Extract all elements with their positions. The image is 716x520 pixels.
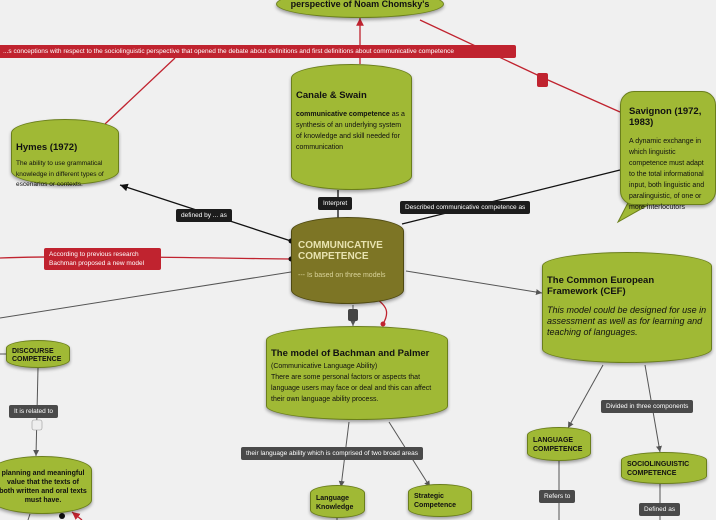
label-defined-as[interactable]: Defined as — [639, 503, 681, 516]
node-savignon[interactable]: Savignon (1972, 1983) A dynamic exchange… — [620, 91, 716, 211]
node-socio-title: SOCIOLINGUISTIC COMPETENCE — [627, 461, 690, 477]
connector-planning-red — [71, 511, 83, 520]
connector-central-savignon — [401, 169, 621, 225]
node-cef-title: The Common European Framework (CEF) — [547, 275, 655, 297]
node-planning-text: planning and meaningful value that the t… — [0, 470, 87, 504]
node-language-competence[interactable]: LANGUAGE COMPETENCE — [527, 427, 591, 461]
label-according[interactable]: According to previous research Bachman p… — [44, 248, 161, 270]
collapse-handle[interactable] — [31, 419, 43, 431]
node-bachman-title: The model of Bachman and Palmer — [271, 348, 430, 359]
connector-dot — [59, 513, 65, 519]
node-chomsky-title: perspective of Noam Chomsky's — [290, 0, 430, 9]
node-planning[interactable]: planning and meaningful value that the t… — [0, 456, 92, 514]
node-central-title: COMMUNICATIVE COMPETENCE — [298, 240, 383, 262]
node-central-subtitle: --- Is based on three models — [298, 272, 386, 279]
node-discourse[interactable]: DISCOURSE COMPETENCE — [6, 340, 70, 368]
connector-hymes-banner — [104, 57, 176, 125]
node-canale-title: Canale & Swain — [296, 90, 367, 101]
label-related[interactable]: It is related to — [9, 405, 59, 418]
node-savignon-title: Savignon (1972, 1983) — [629, 106, 702, 128]
node-savignon-text: A dynamic exchange in which linguistic c… — [629, 138, 705, 211]
connector-central-bachman — [377, 299, 388, 325]
label-divided[interactable]: Divided in three components — [601, 400, 694, 413]
node-bachman-text: There are some personal factors or aspec… — [271, 374, 432, 403]
connector-planning-down — [27, 513, 31, 520]
connector-central-left — [0, 271, 292, 319]
node-language-knowledge[interactable]: Language Knowledge — [310, 485, 365, 518]
node-communicative-competence[interactable]: COMMUNICATIVE COMPETENCE --- Is based on… — [291, 217, 404, 304]
connector-central-cef — [405, 270, 543, 296]
label-defined-by[interactable]: defined by ... as — [176, 209, 232, 222]
node-hymes-title: Hymes (1972) — [16, 142, 78, 153]
node-canale-text: communicative competence as a synthesis … — [296, 109, 407, 153]
collapse-handle[interactable] — [348, 309, 358, 321]
connector-dot — [380, 321, 386, 327]
node-bachman-heading: The model of Bachman and Palmer (Communi… — [271, 348, 443, 372]
connector-savignon-banner — [419, 19, 621, 113]
node-language-knowledge-title: Language Knowledge — [316, 495, 354, 511]
connector-cef-language — [567, 364, 604, 429]
label-according-text: According to previous research Bachman p… — [49, 251, 145, 267]
label-two-areas[interactable]: their language ability which is comprise… — [241, 447, 423, 460]
node-strategic-competence[interactable]: Strategic Competence — [408, 484, 472, 517]
node-canale-rest: as a synthesis of an underlying system o… — [296, 111, 405, 151]
node-sociolinguistic[interactable]: SOCIOLINGUISTIC COMPETENCE — [621, 452, 707, 484]
node-cef-text: This model could be designed for use in … — [547, 305, 707, 337]
node-bachman-paren: (Communicative Language Ability) — [271, 363, 378, 370]
node-strategic-title: Strategic Competence — [414, 493, 457, 509]
label-refers[interactable]: Refers to — [539, 490, 576, 503]
node-bachman-palmer[interactable]: The model of Bachman and Palmer (Communi… — [266, 326, 448, 420]
node-discourse-title: DISCOURSE COMPETENCE — [12, 348, 62, 363]
label-interpret[interactable]: Interpret — [318, 197, 353, 210]
node-canale[interactable]: Canale & Swain communicative competence … — [291, 64, 412, 190]
node-cef[interactable]: The Common European Framework (CEF) This… — [542, 252, 712, 363]
collapse-handle[interactable] — [537, 73, 548, 87]
node-canale-bold: communicative competence — [296, 111, 390, 118]
node-language-comp-title: LANGUAGE COMPETENCE — [533, 437, 583, 453]
label-described[interactable]: Described communicative competence as — [400, 201, 531, 214]
label-top-banner[interactable]: ...s conceptions with respect to the soc… — [0, 45, 516, 58]
node-hymes[interactable]: Hymes (1972) The ability to use grammati… — [11, 119, 119, 188]
node-hymes-text: The ability to use grammatical knowledge… — [16, 160, 104, 188]
